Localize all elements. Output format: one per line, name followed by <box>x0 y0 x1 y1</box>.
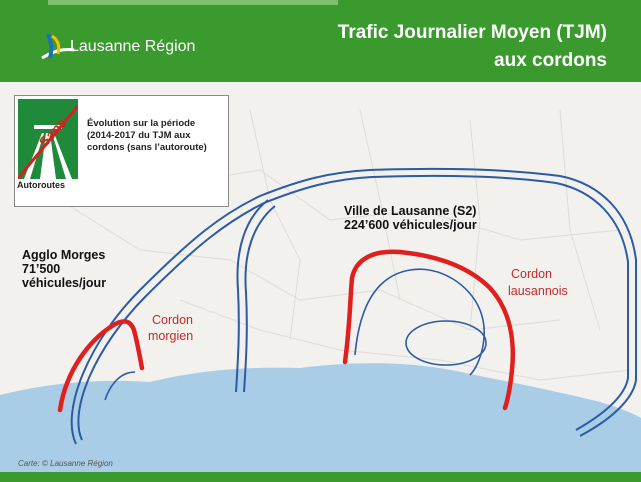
highway-branch-inner <box>243 205 276 393</box>
morges-label-unit: véhicules/jour <box>22 276 107 290</box>
lake-leman <box>0 363 641 472</box>
legend-text: Évolution sur la période (2014-2017 du T… <box>87 118 207 153</box>
cordon-lausannois-label-line1: Cordon <box>511 267 552 281</box>
highway-ring-outer <box>70 167 637 445</box>
highway-ring-inner <box>77 174 629 441</box>
cordon-morgien-label-line1: Cordon <box>152 313 193 327</box>
page-title-line2: aux cordons <box>494 50 607 71</box>
lausanne-label-value: 224’600 véhicules/jour <box>344 218 477 232</box>
cordon-morgien-line <box>57 319 145 413</box>
cordon-lausannois-label-line2: lausannois <box>508 284 568 298</box>
header-stripe <box>48 0 338 5</box>
highway-network <box>70 167 637 445</box>
cordon-lines <box>57 249 516 413</box>
cordon-lausannois-line <box>342 249 516 411</box>
cordon-morgien-label-line2: morgien <box>148 329 194 343</box>
lausanne-ring-inner <box>405 320 487 366</box>
morges-small-road <box>104 371 136 401</box>
map-credit: Carte: © Lausanne Région <box>18 459 113 468</box>
morges-label-value: 71’500 <box>22 262 61 276</box>
header-banner: Lausanne Région Trafic Journalier Moyen … <box>0 0 641 82</box>
lausanne-ring-outer <box>354 268 485 376</box>
page-title-line1: Trafic Journalier Moyen (TJM) <box>337 22 607 43</box>
highway-branch-outer <box>235 199 269 393</box>
sign-label: Autoroutes <box>17 180 65 190</box>
motorway-sign-icon <box>18 99 78 179</box>
ring-roads <box>104 268 487 401</box>
lausanne-label-name: Ville de Lausanne (S2) <box>344 204 477 218</box>
morges-label-name: Agglo Morges <box>22 248 106 262</box>
logo-text: Lausanne Région <box>70 38 196 55</box>
lausanne-region-logo-icon <box>41 33 75 60</box>
footer-band <box>0 472 641 482</box>
